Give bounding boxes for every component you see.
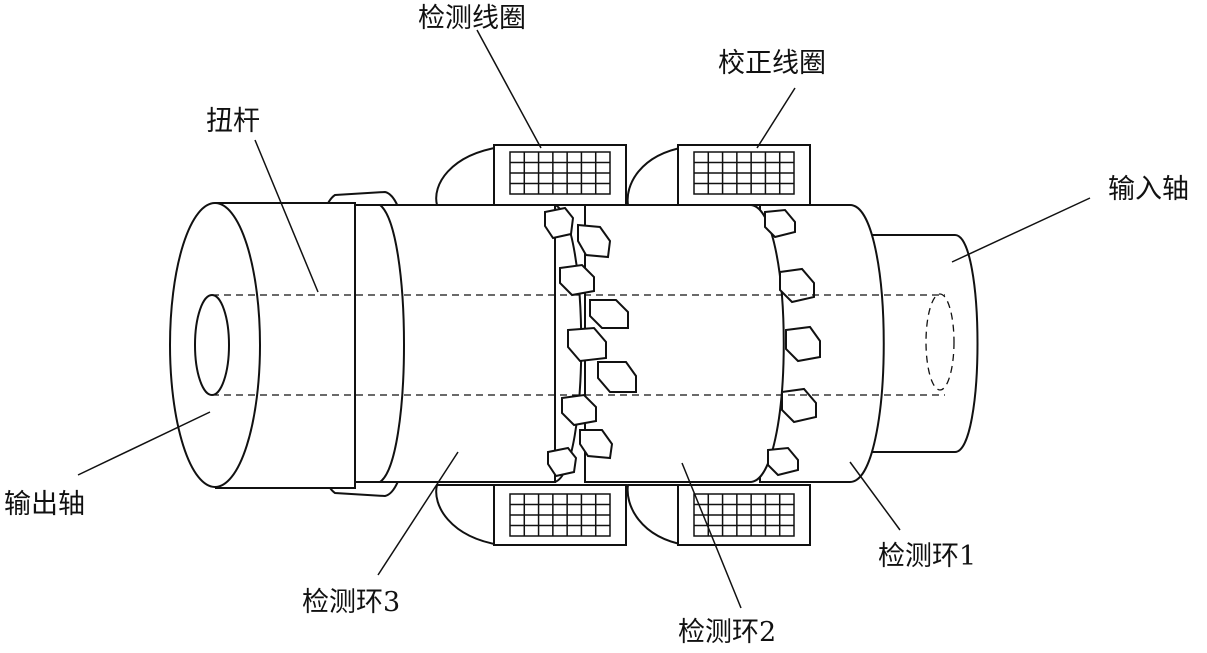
output-shaft-label: 输出轴 <box>4 489 85 520</box>
coil-windings <box>509 151 795 537</box>
ring-2-label: 检测环2 <box>678 617 776 648</box>
ring-3-label: 检测环3 <box>302 587 400 618</box>
detect-coil-top-housing <box>435 144 627 206</box>
torsion-bar-label: 扭杆 <box>206 106 260 137</box>
detection-ring-2 <box>584 204 785 483</box>
ring-3-teeth <box>544 206 607 478</box>
leader-lines <box>77 29 1091 609</box>
ring-2-teeth <box>577 223 637 460</box>
input-shaft-label: 输入轴 <box>1108 174 1189 205</box>
detect-coil-label: 检测线圈 <box>418 3 526 34</box>
ring-1-teeth <box>764 208 821 477</box>
input-shaft <box>854 234 979 453</box>
ring-1-label: 检测环1 <box>878 541 976 572</box>
output-shaft <box>169 202 356 489</box>
calib-coil-top-housing <box>626 144 811 206</box>
torsion-bar <box>212 294 945 396</box>
calib-coil-label: 校正线圈 <box>718 48 826 79</box>
